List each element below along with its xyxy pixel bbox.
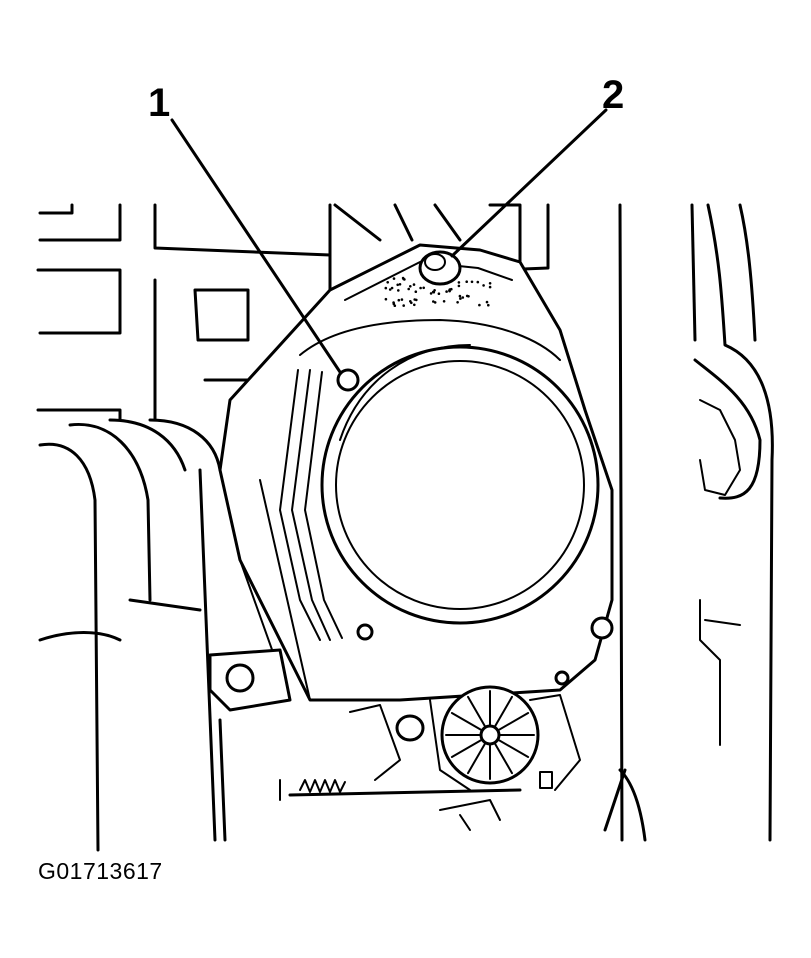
speckle-dot bbox=[419, 286, 422, 290]
bracket-bolt-2 bbox=[418, 250, 462, 286]
speckle-dot bbox=[461, 296, 465, 299]
speckle-dot bbox=[429, 292, 433, 295]
callout-2: 2 bbox=[602, 73, 624, 117]
speckle-dot bbox=[397, 289, 400, 292]
speckle-dot bbox=[386, 281, 390, 284]
speckle-dot bbox=[390, 286, 394, 290]
speckle-dot bbox=[388, 288, 392, 291]
speckle-dot bbox=[457, 281, 461, 284]
leader-line-1 bbox=[170, 118, 342, 374]
speckle-dot bbox=[393, 304, 397, 308]
speckle-dot bbox=[384, 297, 388, 301]
speckle-dot bbox=[458, 294, 462, 298]
speckle-dot bbox=[433, 301, 437, 304]
speckle-dot bbox=[456, 301, 459, 304]
speckle-dot bbox=[422, 286, 426, 290]
leader-line-2 bbox=[450, 108, 608, 258]
speaker-screw-1 bbox=[336, 368, 360, 392]
speckle-dot bbox=[485, 300, 489, 304]
speckle-dot bbox=[482, 284, 485, 287]
figure-id: G01713617 bbox=[38, 858, 163, 884]
speckle-dot bbox=[433, 289, 436, 292]
speckle-dot bbox=[409, 285, 412, 288]
speckle-dot bbox=[487, 303, 490, 307]
speckle-dot bbox=[412, 283, 416, 286]
door-frame-right bbox=[603, 203, 774, 842]
speaker-screw-lower-right bbox=[590, 616, 614, 640]
speckle-dot bbox=[437, 292, 441, 296]
speckle-dot bbox=[465, 294, 469, 298]
speckle-dot bbox=[465, 280, 469, 284]
speckle-dot bbox=[401, 276, 405, 280]
lower-mount-tab bbox=[208, 648, 292, 842]
speckle-dot bbox=[459, 297, 462, 300]
speckle-dot bbox=[450, 287, 453, 291]
speckle-dot bbox=[476, 280, 480, 284]
window-regulator-motor bbox=[349, 670, 581, 791]
speckle-dot bbox=[470, 280, 474, 284]
speckle-dot bbox=[413, 303, 416, 307]
foam-pad-texture bbox=[384, 276, 492, 308]
left-duct bbox=[38, 418, 222, 852]
speckle-dot bbox=[398, 283, 402, 286]
speckle-dot bbox=[400, 298, 404, 301]
speckle-dot bbox=[407, 287, 411, 291]
regulator-spring-cable bbox=[279, 779, 522, 831]
speckle-dot bbox=[384, 286, 388, 290]
speckle-dot bbox=[457, 284, 461, 288]
speckle-dot bbox=[413, 298, 417, 301]
speaker-screw-lower-left bbox=[356, 623, 374, 641]
callout-1: 1 bbox=[148, 81, 170, 125]
speckle-dot bbox=[414, 290, 418, 294]
speckle-dot bbox=[402, 304, 406, 307]
speckle-dot bbox=[442, 300, 446, 303]
speckle-dot bbox=[478, 303, 481, 307]
speckle-dot bbox=[396, 283, 400, 287]
speckle-dot bbox=[392, 277, 396, 280]
speckle-dot bbox=[445, 290, 448, 293]
speckle-dot bbox=[488, 282, 492, 285]
speckle-dot bbox=[409, 300, 412, 303]
speckle-dot bbox=[488, 285, 492, 289]
speaker-cone bbox=[320, 344, 600, 625]
speckle-dot bbox=[448, 289, 451, 293]
speckle-dot bbox=[397, 298, 401, 302]
